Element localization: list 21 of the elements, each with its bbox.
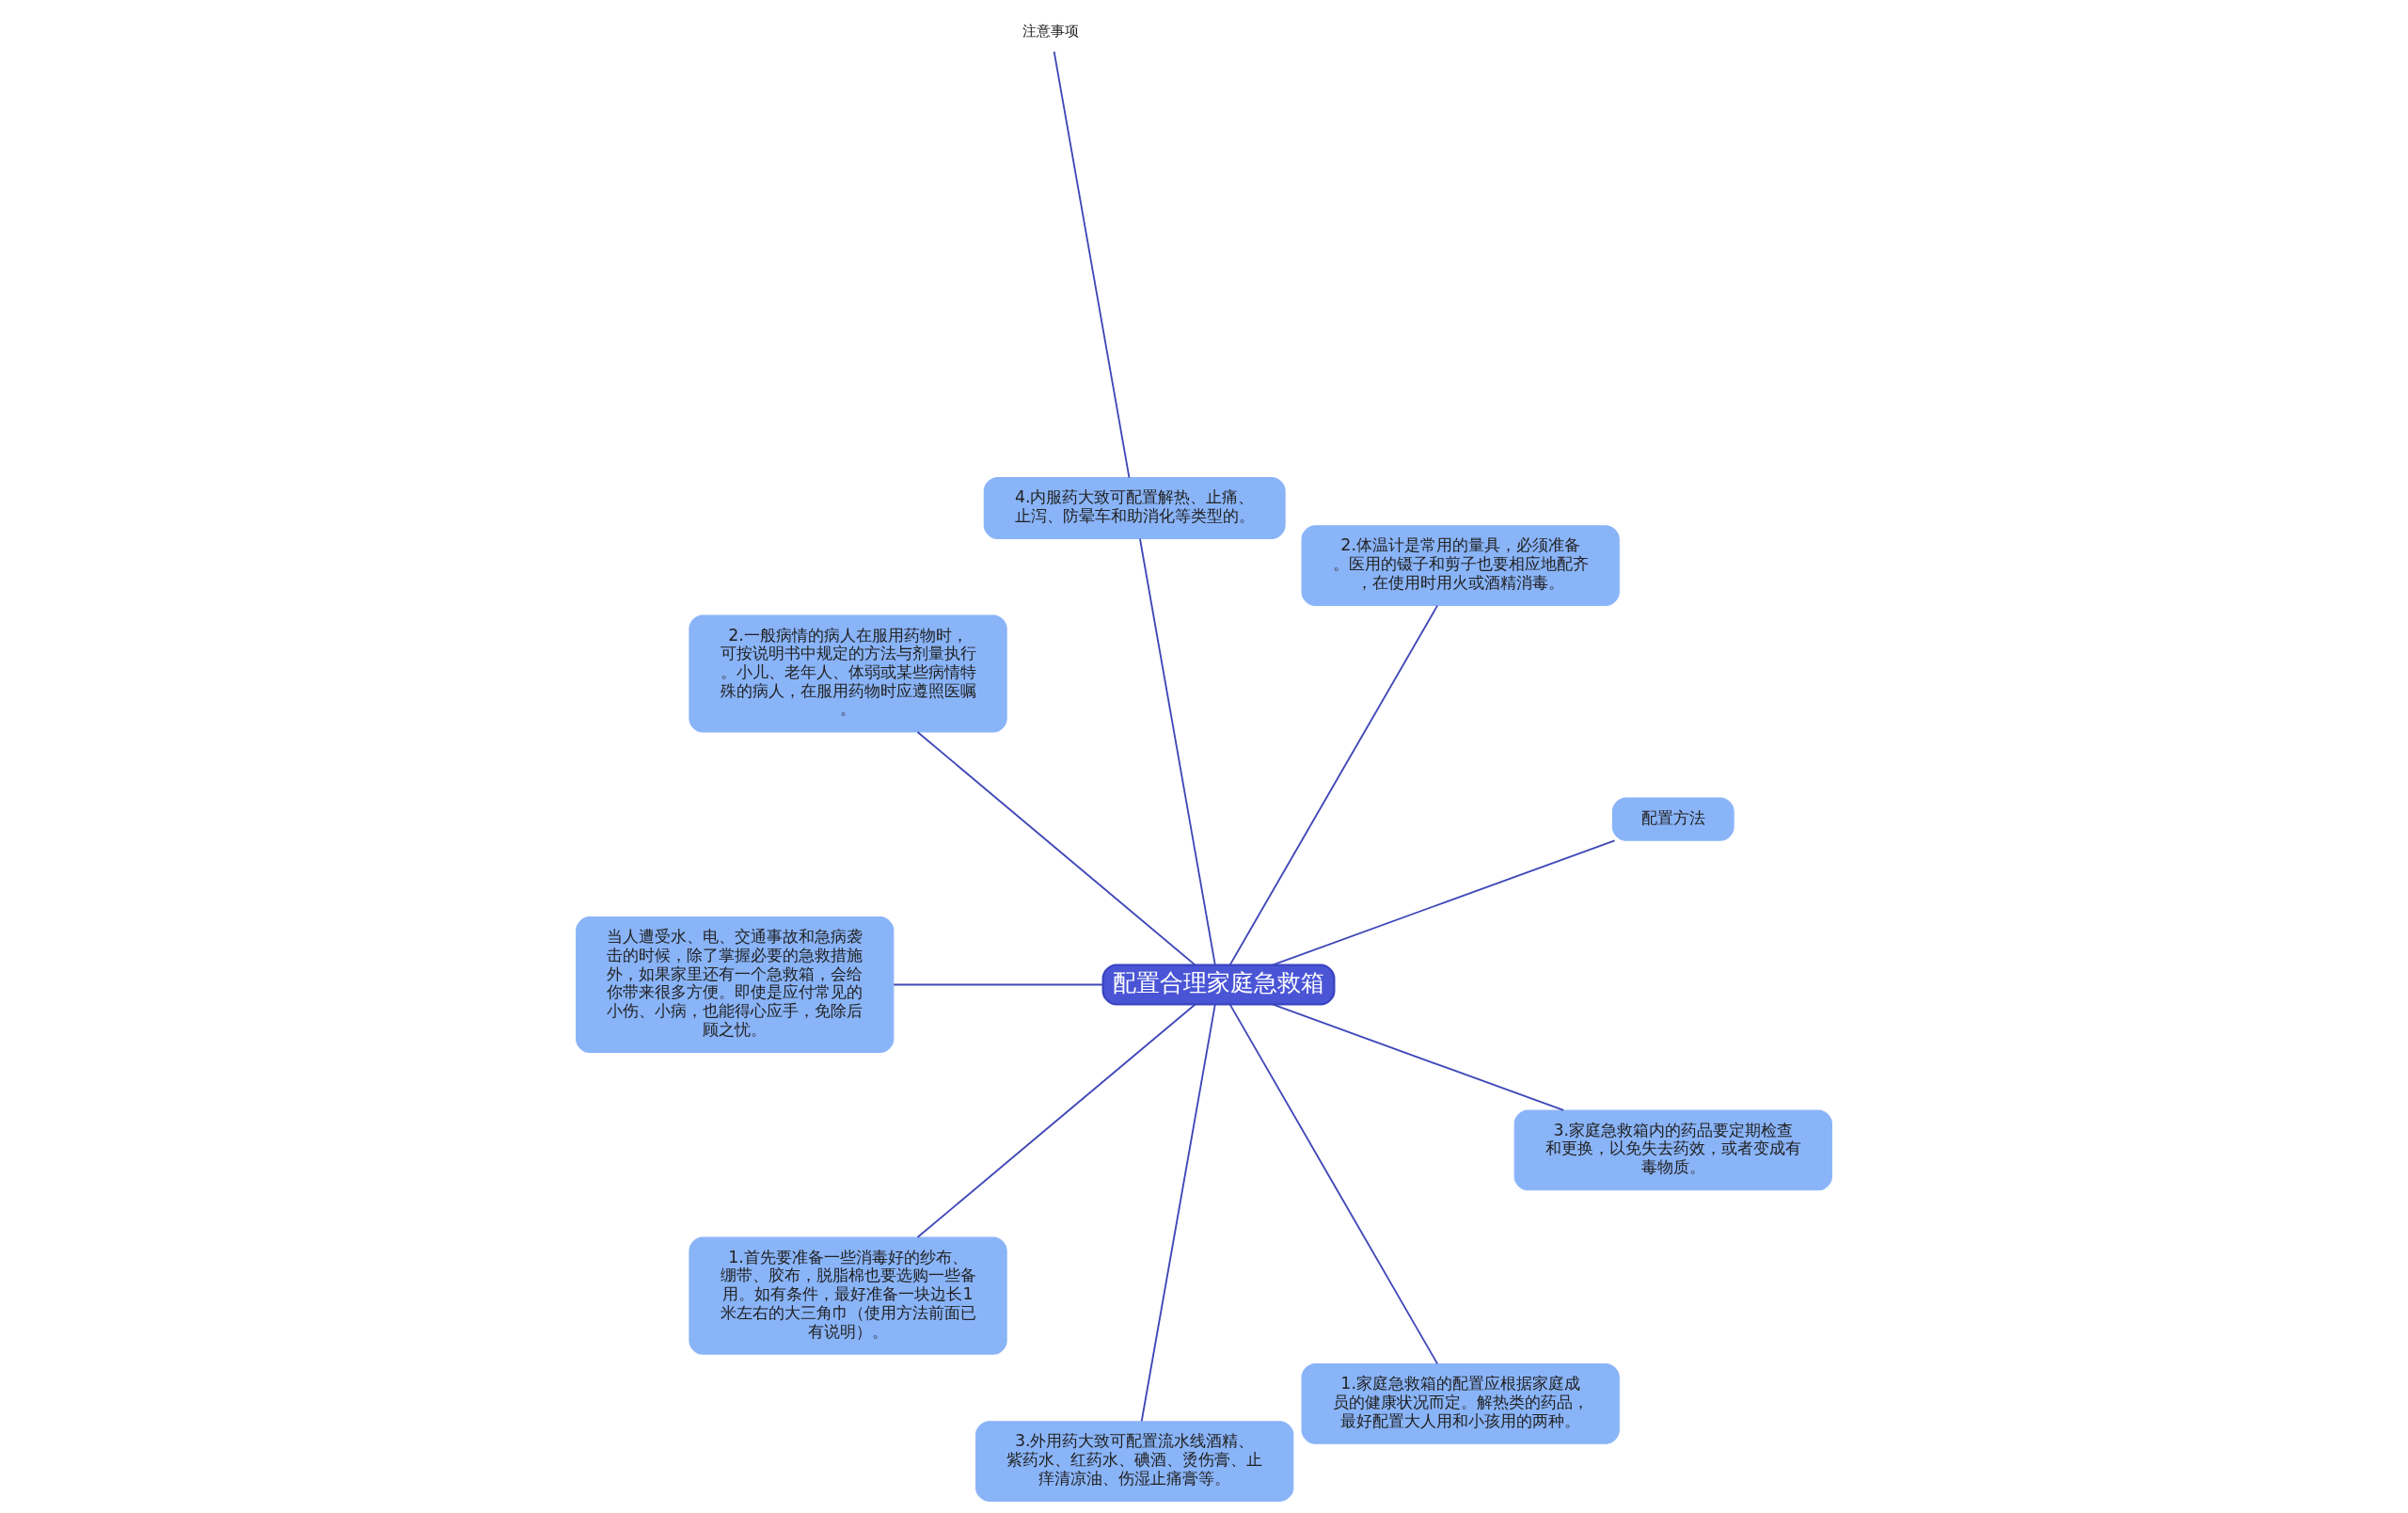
connector [916,731,1196,966]
node-box: 2.一般病情的病人在服用药物时，可按说明书中规定的方法与剂量执行。小儿、老年人、体弱或某些病情特殊的病人，在服用药物时应遵照医嘱。 [689,614,1007,733]
connector [916,1003,1196,1238]
node-box: 1.家庭急救箱的配置应根据家庭成员的健康状况而定。解热类的药品，最好配置大人用和小孩用的两种。 [1301,1363,1620,1444]
connector [1228,1003,1439,1365]
node-box: 2.体温计是常用的量具，必须准备。医用的镊子和剪子也要相应地配齐，在使用时用火或酒精消毒。 [1301,525,1620,606]
node-box: 1.首先要准备一些消毒好的纱布、绷带、胶布，脱脂棉也要选购一些备用。如有条件，最好准备一块边长1米左右的大三角巾（使用方法前面已有说明）。 [689,1236,1007,1355]
node-box: 4.内服药大致可配置解热、止痛、止泻、防晕车和助消化等类型的。 [983,477,1286,540]
connector [1271,1003,1565,1111]
connector [1053,51,1131,479]
node-box: 当人遭受水、电、交通事故和急病袭击的时候，除了掌握必要的急救措施外，如果家里还有一个急救箱，会给你带来很多方便。即使是应付常见的小伤、小病，也能得心应手，免除后顾之忧。 [576,916,895,1053]
connector [1271,839,1616,966]
connector [1139,537,1216,966]
connector [893,983,1104,986]
node-box: 配置合理家庭急救箱 [1101,964,1336,1006]
node-text: 注意事项 [1022,22,1079,40]
node-box: 配置方法 [1611,797,1735,841]
connector [1140,1003,1216,1423]
connector [1228,604,1439,966]
node-box: 3.家庭急救箱内的药品要定期检查和更换，以免失去药效，或者变成有毒物质。 [1513,1109,1832,1191]
node-box: 3.外用药大致可配置流水线酒精、紫药水、红药水、碘酒、烫伤膏、止痒清凉油、伤湿止痛膏等。 [975,1421,1294,1502]
